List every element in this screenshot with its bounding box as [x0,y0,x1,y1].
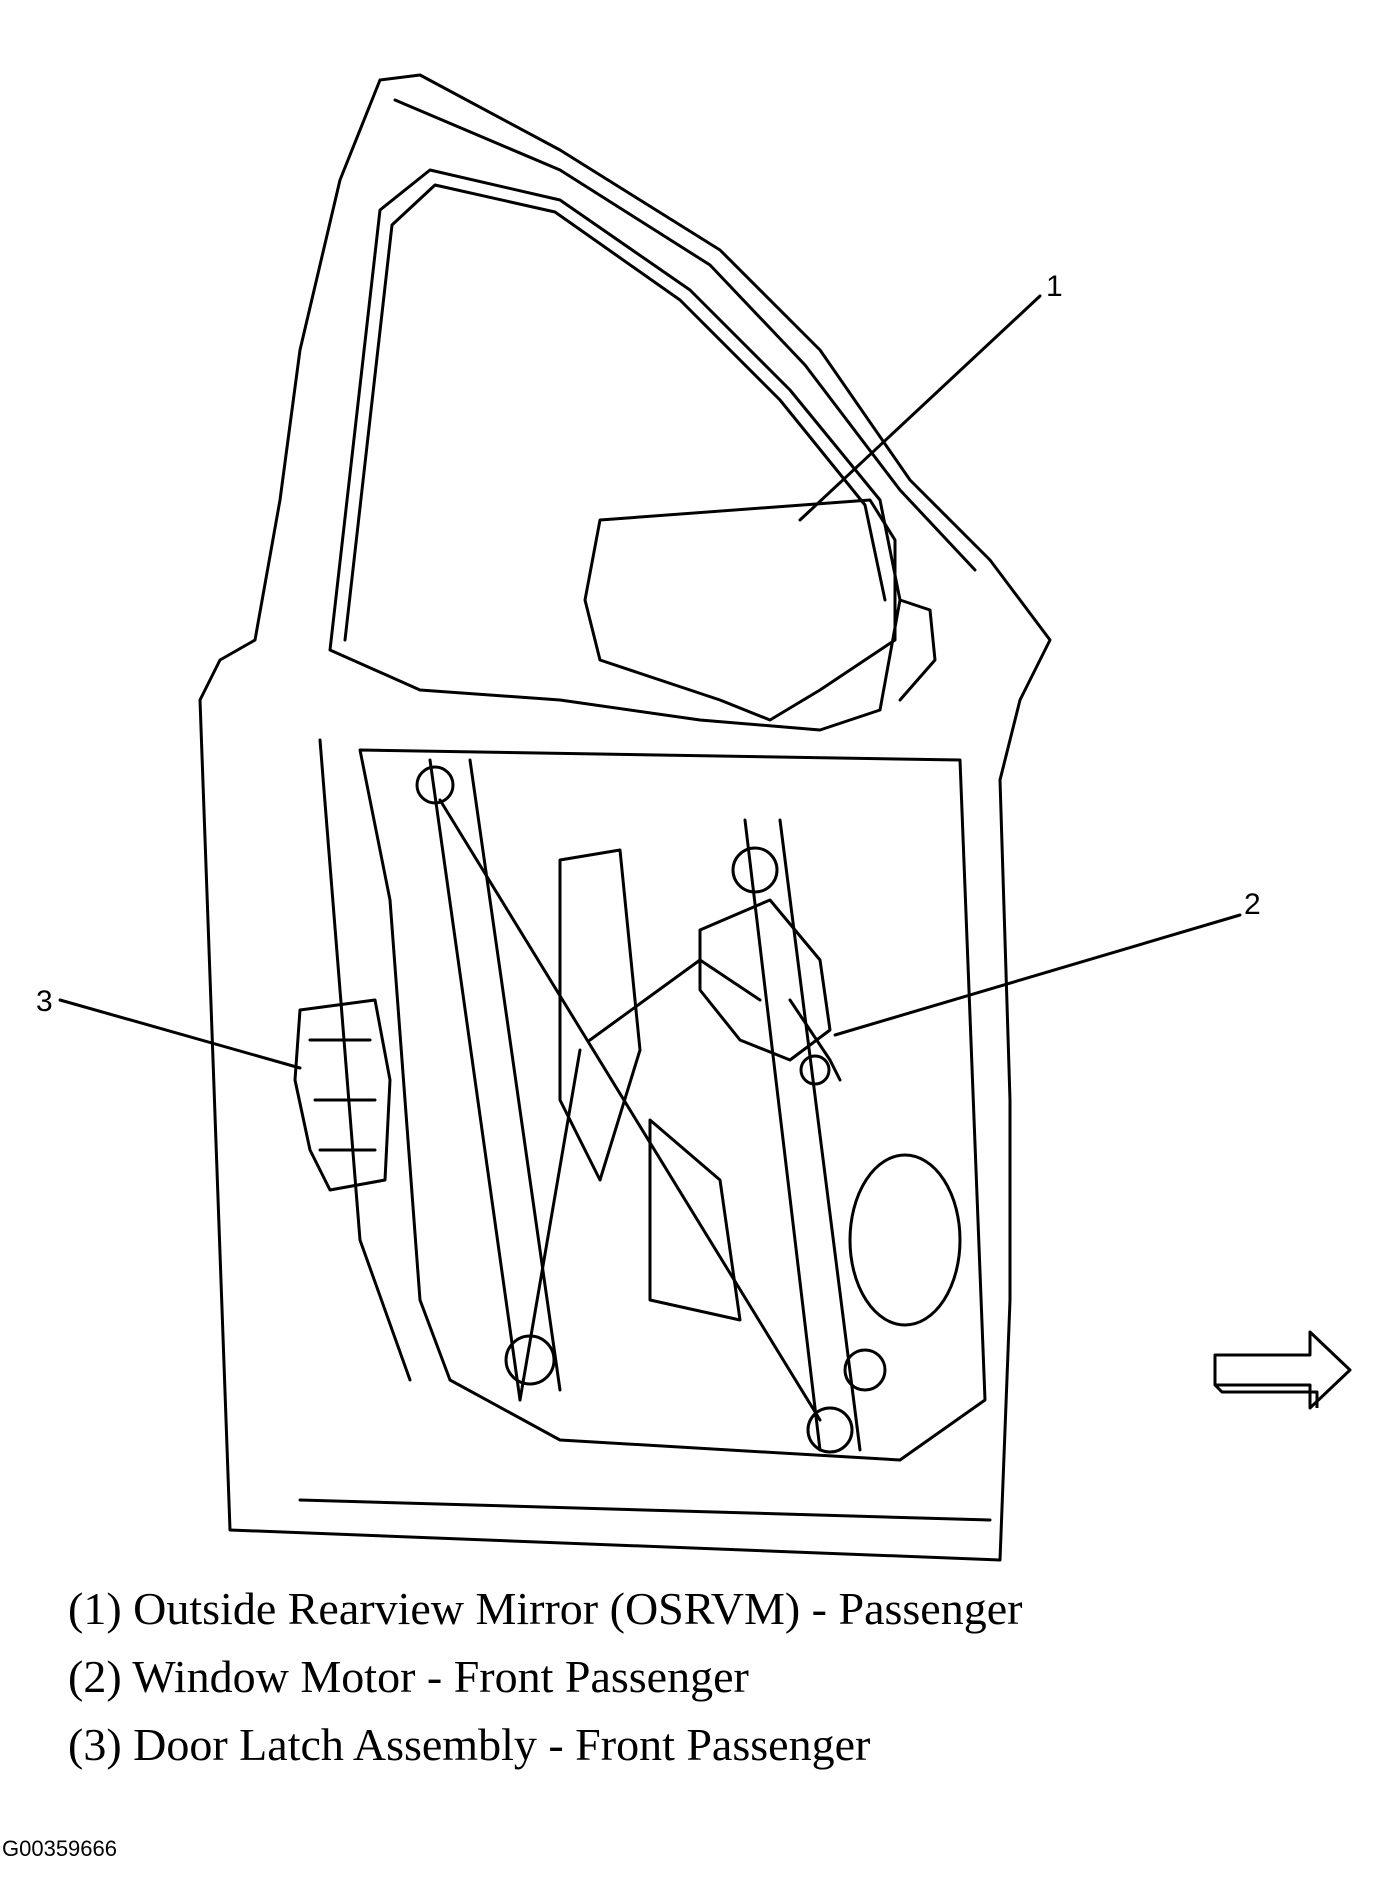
door-latch [293,998,392,1192]
legend-item-2: (2) Window Motor - Front Passenger [68,1651,749,1702]
door-diagram [58,73,1352,1562]
legend-item-1: (1) Outside Rearview Mirror (OSRVM) - Pa… [68,1583,1023,1634]
window-motor [698,898,832,1062]
callout-3-leader [58,998,302,1070]
callout-2-label: 2 [1244,888,1261,921]
door-frame [198,73,1052,1562]
inner-panel [358,748,987,1462]
callout-1-label: 1 [1046,270,1063,303]
callout-3-label: 3 [36,985,53,1018]
legend: (1) Outside Rearview Mirror (OSRVM) - Pa… [68,1575,1022,1779]
legend-item-3: (3) Door Latch Assembly - Front Passenge… [68,1719,871,1770]
window-opening [328,168,902,732]
speaker-area [848,1153,962,1327]
right-arrow-icon [1213,1330,1352,1410]
callout-1-leader [798,294,1042,522]
figure-id: G00359666 [2,1836,117,1861]
mirror [583,498,897,722]
callout-2-leader [833,913,1242,1037]
